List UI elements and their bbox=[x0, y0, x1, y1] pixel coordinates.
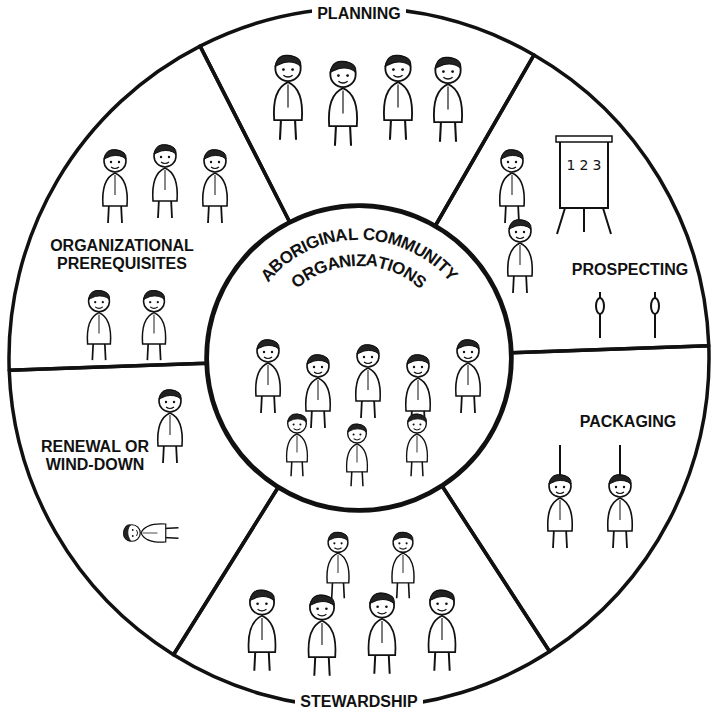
person-figure bbox=[500, 150, 525, 223]
person-figure bbox=[306, 355, 331, 428]
person-figure bbox=[392, 532, 414, 598]
person-figure bbox=[274, 55, 302, 139]
segment-border bbox=[9, 46, 290, 370]
chart-number: 3 bbox=[593, 157, 602, 173]
segment-label: RENEWAL OR WIND-DOWN bbox=[33, 438, 157, 474]
person-figure bbox=[249, 590, 276, 671]
flip-chart bbox=[556, 136, 612, 234]
arc-letter: I bbox=[350, 251, 356, 270]
segment-border bbox=[200, 8, 534, 226]
hub-ring bbox=[208, 207, 511, 510]
chart-number: 1 bbox=[567, 157, 576, 173]
hub-title: ABORIGINAL COMMUNITYORGANIZATIONS bbox=[206, 205, 512, 511]
person-figure bbox=[103, 150, 128, 223]
segment-border bbox=[9, 363, 278, 655]
segment-border bbox=[436, 55, 709, 353]
arc-letter: L bbox=[347, 224, 358, 243]
person-figure bbox=[153, 145, 178, 218]
person-figure bbox=[87, 290, 110, 360]
arc-letter: A bbox=[334, 225, 349, 246]
person-figure bbox=[347, 424, 368, 486]
segment-border bbox=[174, 486, 550, 708]
arc-letter: Z bbox=[356, 250, 367, 269]
arc-letter: N bbox=[337, 251, 352, 272]
person-figure bbox=[508, 220, 533, 293]
chart-number: 2 bbox=[580, 157, 589, 173]
segment-label: PLANNING bbox=[312, 5, 406, 23]
person-figure bbox=[434, 57, 462, 141]
segment-border bbox=[442, 346, 709, 652]
person-figure bbox=[158, 390, 183, 463]
person-figure bbox=[287, 414, 308, 476]
person-figure bbox=[369, 593, 396, 674]
person-figure bbox=[329, 61, 357, 145]
person-figure bbox=[456, 340, 481, 413]
segment-label: PACKAGING bbox=[580, 413, 677, 431]
person-figure bbox=[142, 290, 165, 360]
segment-label: STEWARDSHIP bbox=[295, 693, 422, 711]
rope-knot bbox=[596, 292, 659, 338]
person-figure bbox=[256, 340, 281, 413]
person-figure bbox=[548, 475, 573, 548]
person-figure bbox=[407, 414, 428, 476]
person-figure bbox=[356, 345, 381, 418]
rope bbox=[560, 445, 620, 476]
person-figure bbox=[429, 590, 456, 671]
person-figure bbox=[608, 475, 633, 548]
person-figure bbox=[309, 595, 336, 676]
person-figure bbox=[327, 532, 349, 598]
person-figure bbox=[203, 150, 228, 223]
person-figure bbox=[384, 55, 412, 139]
segment-label: PROSPECTING bbox=[572, 261, 688, 279]
lying-figure bbox=[124, 524, 179, 542]
hub-circle: ABORIGINAL COMMUNITYORGANIZATIONS bbox=[206, 205, 512, 511]
segment-label: ORGANIZATIONAL PREREQUISITES bbox=[32, 237, 212, 273]
